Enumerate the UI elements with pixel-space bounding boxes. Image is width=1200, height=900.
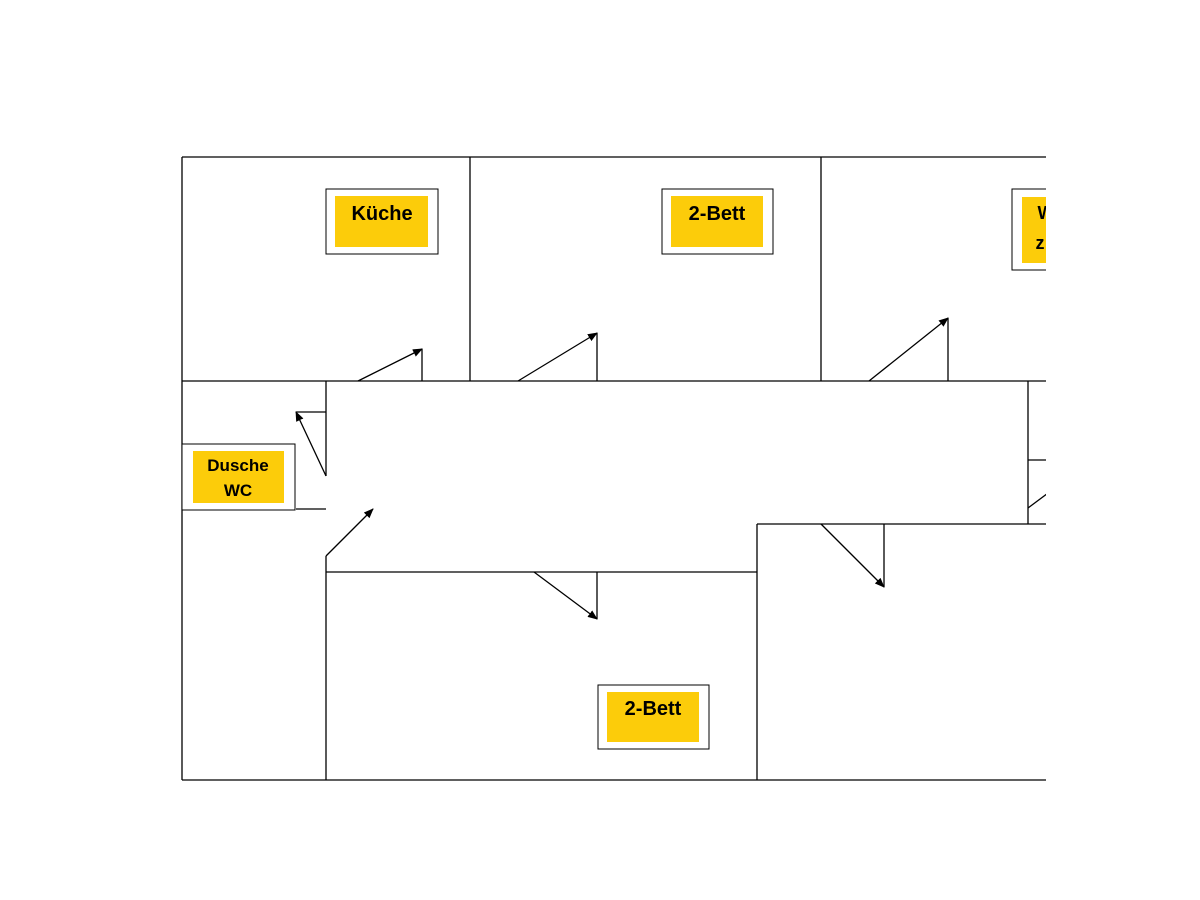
label-right-room: W z: [1011, 188, 1055, 271]
door-right-end: [1027, 493, 1046, 509]
label-shower-wc-line2: WC: [224, 481, 252, 500]
door-bathroom-lower: [325, 508, 374, 557]
door-right-bottom: [820, 523, 885, 588]
label-shower-wc: Dusche WC: [181, 443, 296, 511]
label-double-room-bottom-text: 2-Bett: [625, 698, 682, 720]
label-kitchen-text: Küche: [351, 203, 412, 225]
label-right-room-line1: W: [1038, 203, 1055, 223]
door-right-top: [868, 317, 949, 382]
label-double-room-bottom: 2-Bett: [597, 684, 710, 750]
door-double-bottom: [533, 571, 598, 620]
label-kitchen: Küche: [325, 188, 439, 255]
label-shower-wc-line1: Dusche: [207, 456, 268, 475]
door-kitchen: [357, 348, 423, 382]
door-bathroom-upper: [295, 411, 327, 477]
label-right-room-line2: z: [1036, 233, 1045, 253]
label-double-room-top: 2-Bett: [661, 188, 774, 255]
label-double-room-top-text: 2-Bett: [689, 203, 746, 225]
door-double-top: [517, 332, 598, 382]
